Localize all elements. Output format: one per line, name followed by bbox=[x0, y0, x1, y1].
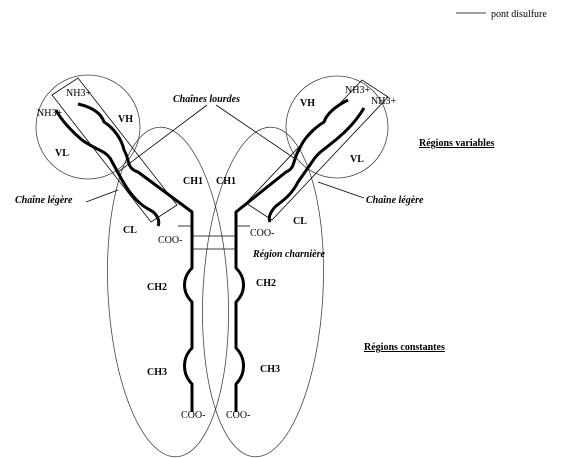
right-heavy-region-oval bbox=[194, 124, 331, 458]
ch1-right: CH1 bbox=[216, 176, 236, 187]
nh3-left-top: NH3+ bbox=[66, 88, 91, 99]
ch1-left: CH1 bbox=[183, 176, 203, 187]
vh-left: VH bbox=[118, 114, 133, 125]
cl-left: CL bbox=[123, 225, 137, 236]
legend-label: pont disulfure bbox=[491, 9, 547, 20]
nh3-right-side: NH3+ bbox=[371, 96, 396, 107]
cl-right: CL bbox=[293, 216, 307, 227]
right-variable-circle bbox=[286, 76, 388, 178]
region-charniere-label: Région charnière bbox=[252, 249, 326, 260]
vh-right: VH bbox=[300, 98, 315, 109]
callout-chaine-legere-right bbox=[318, 182, 364, 198]
ch2-left: CH2 bbox=[147, 282, 167, 293]
chaine-legere-left-label: Chaîne légère bbox=[15, 195, 73, 206]
nh3-right-top: NH3+ bbox=[345, 85, 370, 96]
callout-chaine-legere-left bbox=[86, 190, 118, 202]
vl-right: VL bbox=[350, 154, 364, 165]
ch2-right: CH2 bbox=[256, 278, 276, 289]
coo-left-heavy: COO- bbox=[181, 410, 205, 421]
left-light-chain-wave bbox=[56, 110, 159, 226]
right-light-chain-wave bbox=[269, 108, 364, 222]
ch3-left: CH3 bbox=[147, 367, 167, 378]
vl-left: VL bbox=[55, 148, 69, 159]
coo-right-light: COO- bbox=[250, 228, 274, 239]
regions-variables-label: Régions variables bbox=[419, 138, 494, 149]
regions-constantes-label: Régions constantes bbox=[364, 342, 445, 353]
chaines-lourdes-label: Chaînes lourdes bbox=[173, 94, 240, 105]
coo-left-light: COO- bbox=[158, 235, 182, 246]
nh3-left-side: NH3+ bbox=[37, 108, 62, 119]
coo-right-heavy: COO- bbox=[226, 410, 250, 421]
chaine-legere-right-label: Chaîne légère bbox=[366, 195, 424, 206]
ch3-right: CH3 bbox=[260, 364, 280, 375]
callout-chaines-lourdes-right bbox=[216, 105, 294, 158]
